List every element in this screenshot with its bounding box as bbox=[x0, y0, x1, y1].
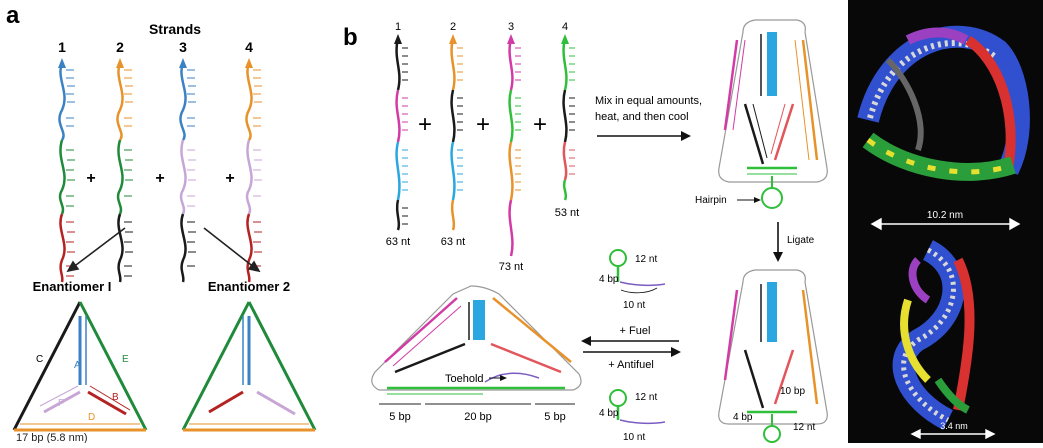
antifuel-loop-label: 12 nt bbox=[635, 392, 657, 403]
open-tetrahedron bbox=[371, 285, 582, 395]
toehold-pointer bbox=[489, 375, 507, 381]
fuel-hairpin bbox=[609, 249, 666, 294]
hairpin-label: Hairpin bbox=[695, 195, 727, 206]
fuel-tail-label: 10 nt bbox=[623, 300, 645, 311]
mix-text-line1: Mix in equal amounts, bbox=[595, 95, 702, 107]
strand-2 bbox=[116, 58, 133, 283]
segment-label-1: 5 bp bbox=[389, 411, 410, 423]
enantiomer-1-label: Enantiomer I bbox=[33, 279, 112, 294]
plus-sign-a1: + bbox=[86, 170, 95, 187]
plus-sign-a2: + bbox=[155, 170, 164, 187]
strand-4 bbox=[245, 58, 262, 283]
fuel-label: + Fuel bbox=[620, 325, 651, 337]
enantiomer-1-tetrahedron bbox=[12, 301, 148, 432]
bottom-width-arrow bbox=[910, 428, 996, 440]
top-width-label: 10.2 nm bbox=[927, 210, 963, 221]
panel-b-letter: b bbox=[343, 24, 358, 51]
toehold-label: Toehold bbox=[445, 373, 484, 385]
b-plus-2: + bbox=[476, 111, 490, 138]
b-strand-2-number: 2 bbox=[450, 21, 456, 33]
mix-arrow bbox=[597, 131, 691, 141]
b-strand-4-number: 4 bbox=[562, 21, 568, 33]
b-strand-4-length: 53 nt bbox=[555, 207, 579, 219]
panel-b: b 1 2 3 4 63 nt + bbox=[335, 0, 845, 443]
b-strand-1 bbox=[394, 34, 408, 231]
segment-label-3: 5 bp bbox=[544, 411, 565, 423]
edge-label-a: A bbox=[74, 360, 81, 371]
antifuel-label: + Antifuel bbox=[608, 359, 654, 371]
fuel-stem-label: 4 bp bbox=[599, 274, 619, 285]
panel-a-diagram: Strands 1 2 3 4 + + bbox=[12, 21, 317, 444]
antifuel-arrow bbox=[583, 347, 681, 357]
bottom-molecular-model bbox=[892, 240, 975, 430]
closed-hairpin-stem-label: 4 bp bbox=[733, 412, 753, 423]
b-plus-3: + bbox=[533, 111, 547, 138]
ligate-arrow bbox=[773, 222, 783, 262]
fuel-loop-label: 12 nt bbox=[635, 254, 657, 265]
edge-label-e: E bbox=[122, 354, 129, 365]
antifuel-tail-label: 10 nt bbox=[623, 432, 645, 443]
assembled-tetrahedron bbox=[718, 19, 828, 209]
hairpin-pointer bbox=[737, 197, 761, 203]
mix-text-line2: heat, and then cool bbox=[595, 111, 689, 123]
strand-4-number: 4 bbox=[245, 39, 253, 55]
segment-label-2: 20 bp bbox=[464, 411, 492, 423]
strand-3 bbox=[179, 58, 196, 283]
panel-a-letter: a bbox=[6, 2, 20, 29]
b-strand-3-length: 73 nt bbox=[499, 261, 523, 273]
top-width-arrow bbox=[870, 217, 1021, 231]
b-strand-4 bbox=[561, 34, 575, 201]
edge-label-d: D bbox=[88, 412, 95, 423]
closed-hairpin-loop-label: 12 nt bbox=[793, 422, 815, 433]
panel-c-render: 10.2 nm 3.4 nm bbox=[857, 25, 1030, 440]
b-plus-1: + bbox=[418, 111, 432, 138]
antifuel-stem-label: 4 bp bbox=[599, 408, 619, 419]
enantiomer-arrows bbox=[66, 227, 261, 273]
top-molecular-model bbox=[857, 25, 1030, 181]
closed-stem-label: 10 bp bbox=[780, 386, 805, 397]
enantiomer-2-tetrahedron bbox=[181, 301, 317, 432]
strand-3-number: 3 bbox=[179, 39, 187, 55]
enantiomer-2-label: Enantiomer 2 bbox=[208, 279, 290, 294]
panel-c-3d-model: 10.2 nm 3.4 nm bbox=[848, 0, 1043, 443]
edge-label-c: C bbox=[36, 354, 43, 365]
b-strand-2-length: 63 nt bbox=[441, 236, 465, 248]
b-strand-1-length: 63 nt bbox=[386, 236, 410, 248]
bottom-width-label: 3.4 nm bbox=[940, 421, 968, 431]
edge-label-f: F bbox=[58, 398, 64, 409]
b-strand-3-number: 3 bbox=[508, 21, 514, 33]
plus-sign-a3: + bbox=[225, 170, 234, 187]
closed-tetrahedron bbox=[718, 269, 828, 443]
b-strand-3 bbox=[507, 34, 521, 257]
b-strand-1-number: 1 bbox=[395, 21, 401, 33]
strand-2-number: 2 bbox=[116, 39, 124, 55]
ligate-label: Ligate bbox=[787, 235, 815, 246]
antifuel-hairpin bbox=[609, 389, 666, 425]
panel-a: a Strands 1 2 3 4 + + bbox=[0, 0, 335, 444]
strand-1-number: 1 bbox=[58, 39, 66, 55]
panel-b-diagram: 1 2 3 4 63 nt + 63 nt bbox=[371, 19, 828, 443]
fuel-arrow bbox=[581, 336, 679, 346]
strands-heading: Strands bbox=[149, 21, 201, 37]
b-strand-2 bbox=[449, 34, 463, 231]
strand-1 bbox=[58, 58, 75, 283]
edge-label-b: B bbox=[112, 392, 119, 403]
edge-length-label: 17 bp (5.8 nm) bbox=[16, 432, 88, 443]
